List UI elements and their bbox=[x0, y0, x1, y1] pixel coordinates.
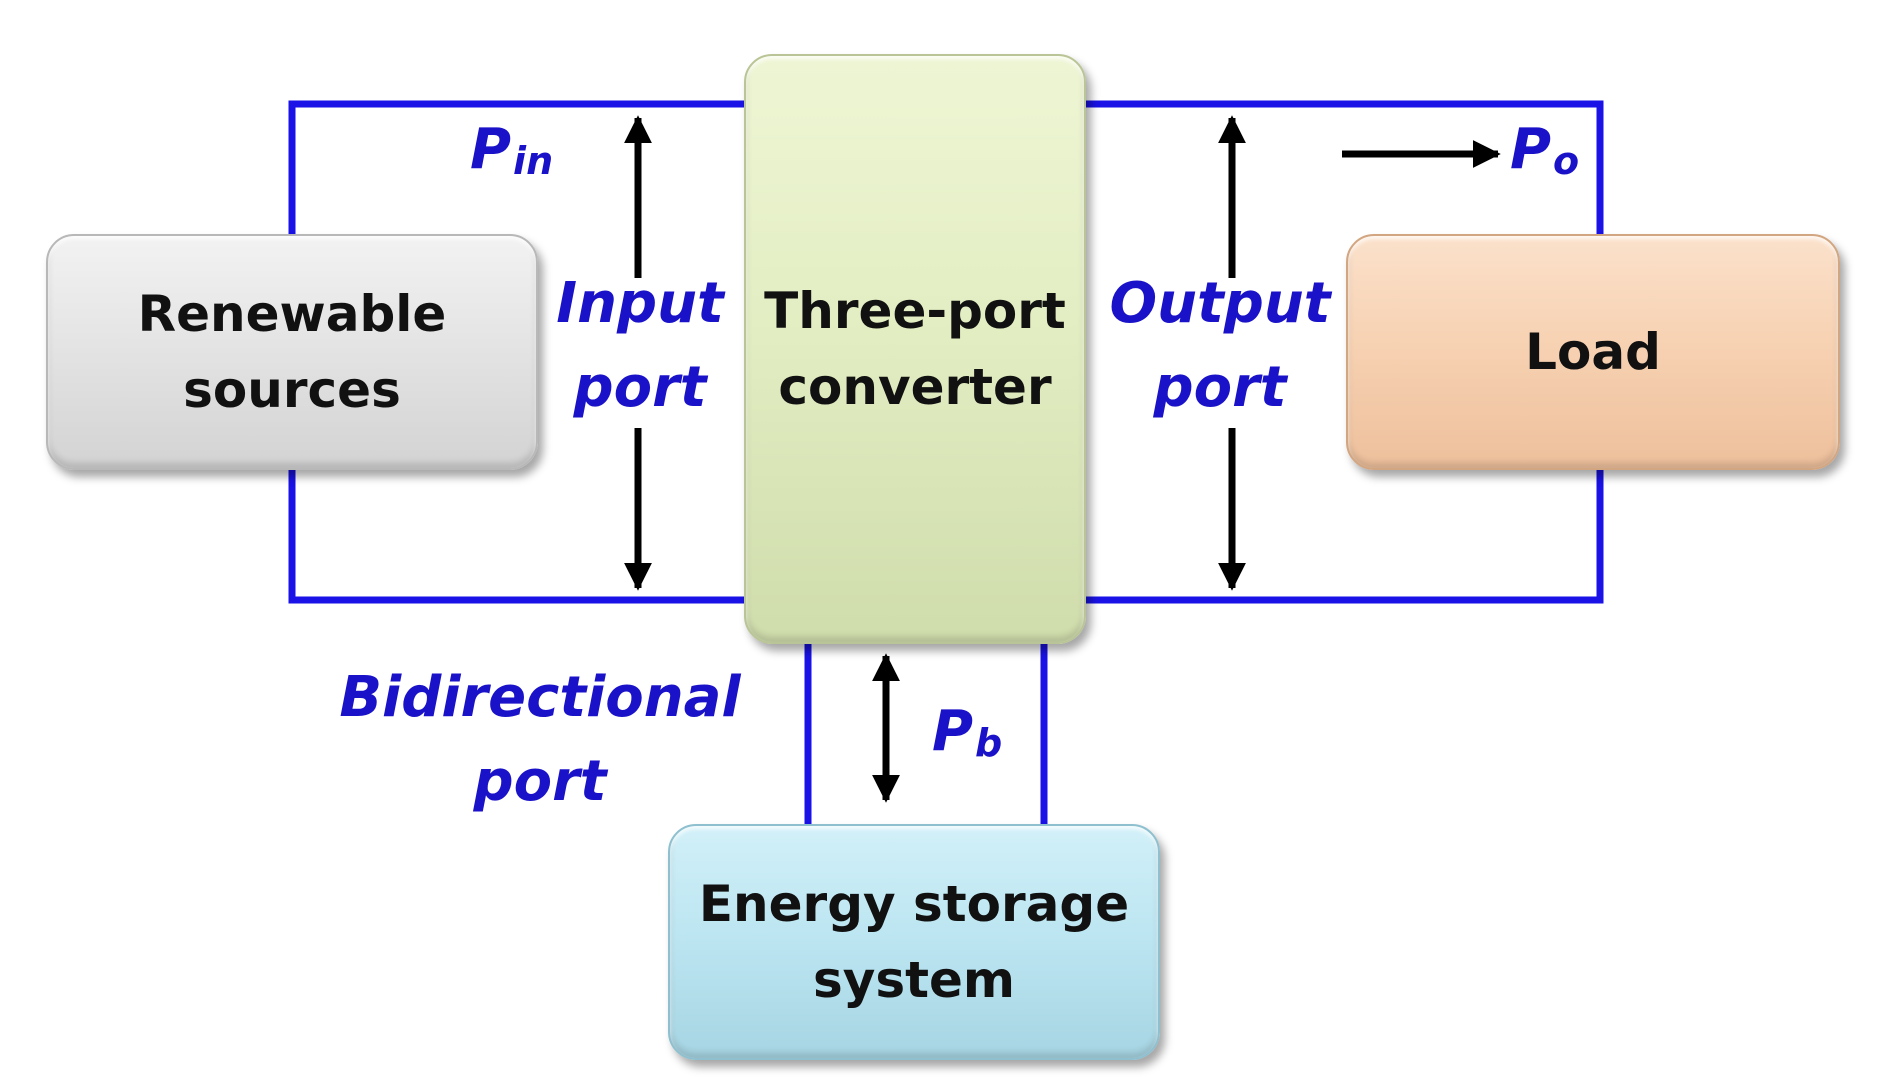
input-port-label-line-2: port bbox=[573, 355, 707, 420]
bidirectional-power-subscript: b bbox=[975, 721, 1003, 765]
output-port-top-wire bbox=[1080, 100, 1604, 234]
input-port-top-wire bbox=[288, 100, 750, 234]
energy-storage-system-block: Energy storage system bbox=[668, 824, 1160, 1060]
output-power-symbol: P bbox=[1510, 117, 1552, 182]
output-port-label-line-2: port bbox=[1153, 355, 1287, 420]
input-port-bottom-wire bbox=[288, 470, 750, 604]
three-port-converter-block: Three-port converter bbox=[744, 54, 1086, 644]
bidirectional-port-label: Bidirectional port bbox=[339, 656, 741, 824]
output-port-bottom-wire bbox=[1080, 470, 1604, 604]
renewable-sources-line-1: Renewable bbox=[137, 285, 447, 343]
input-power-symbol: P bbox=[470, 117, 512, 182]
input-port-label-line-1: Input bbox=[556, 271, 724, 336]
input-power-label: Pin bbox=[470, 118, 553, 187]
bidirectional-port-label-line-1: Bidirectional bbox=[339, 665, 741, 730]
input-port-label: Input port bbox=[550, 262, 730, 430]
renewable-sources-line-2: sources bbox=[183, 361, 401, 419]
renewable-sources-block: Renewable sources bbox=[46, 234, 538, 470]
bidirectional-power-label: Pb bbox=[932, 700, 1002, 769]
converter-line-2: converter bbox=[778, 358, 1052, 416]
bidirectional-power-symbol: P bbox=[932, 699, 974, 764]
input-power-subscript: in bbox=[513, 139, 554, 183]
output-power-subscript: o bbox=[1553, 139, 1580, 183]
load-block: Load bbox=[1346, 234, 1840, 470]
output-port-label: Output port bbox=[1100, 262, 1340, 430]
storage-line-1: Energy storage bbox=[698, 875, 1130, 933]
storage-line-2: system bbox=[812, 951, 1016, 1009]
output-power-label: Po bbox=[1510, 118, 1579, 187]
bidirectional-port-label-line-2: port bbox=[473, 749, 607, 814]
output-port-label-line-1: Output bbox=[1109, 271, 1331, 336]
load-line-1: Load bbox=[1525, 323, 1661, 381]
converter-line-1: Three-port bbox=[764, 282, 1066, 340]
